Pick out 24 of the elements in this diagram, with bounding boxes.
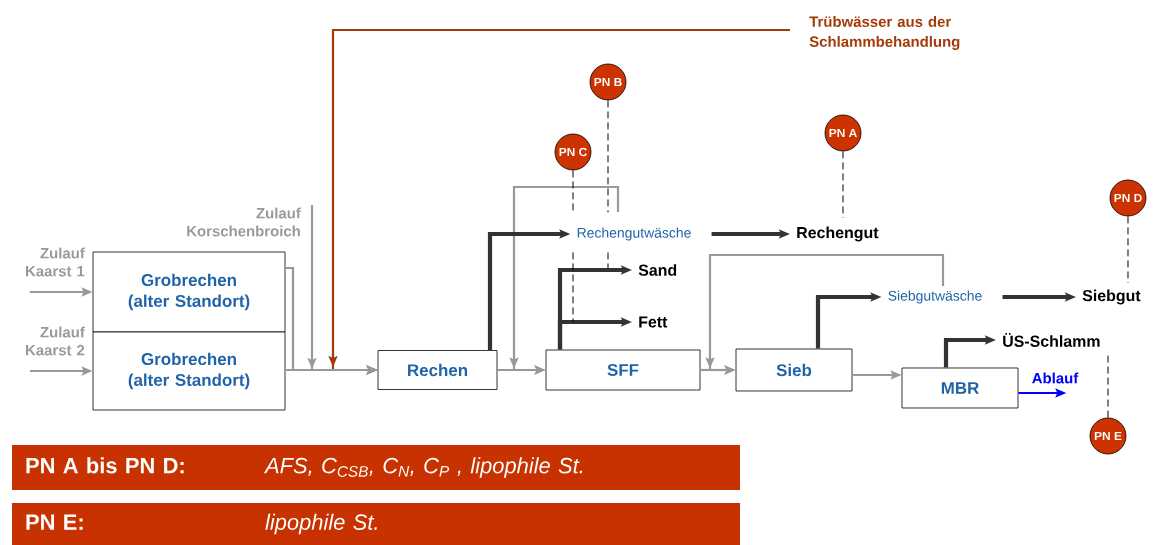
dashed-line: [842, 150, 844, 219]
dashed-line: [572, 169, 574, 323]
inflow-label: Trübwässer aus der Schlammbehandlung: [809, 16, 960, 50]
process-box: SFF: [545, 349, 701, 391]
process-label: Rechengutwäsche: [577, 227, 691, 241]
process-box: Sieb: [735, 348, 853, 392]
process-box: Rechen: [377, 350, 498, 390]
process-box: Grobrechen (alter Standort): [92, 251, 286, 333]
inflow-label: Zulauf Korschenbroich: [187, 207, 301, 237]
output-label: ÜS-Schlamm: [1003, 333, 1100, 347]
inflow-label: Zulauf Kaarst 2: [26, 326, 85, 356]
process-box: Grobrechen (alter Standort): [92, 331, 286, 411]
inflow-label: Zulauf Kaarst 1: [26, 247, 85, 277]
parameter-bar: PN E: lipophile St.: [12, 503, 740, 545]
process-box: MBR: [901, 367, 1019, 409]
edge-label: Ablauf: [1030, 371, 1080, 385]
process-label: Siebgutwäsche: [888, 290, 982, 304]
output-label: Rechengut: [797, 226, 879, 242]
dashed-line: [607, 99, 609, 269]
parameter-bar: PN A bis PN D: AFS, C$_{CSB}$, C$_{N}$, C$_{P}$ , lipophile St.: [12, 445, 740, 490]
output-label: Sand: [638, 264, 677, 276]
output-label: Siebgut: [1082, 289, 1141, 305]
dashed-line: [1127, 215, 1129, 284]
output-label: Fett: [639, 316, 668, 328]
